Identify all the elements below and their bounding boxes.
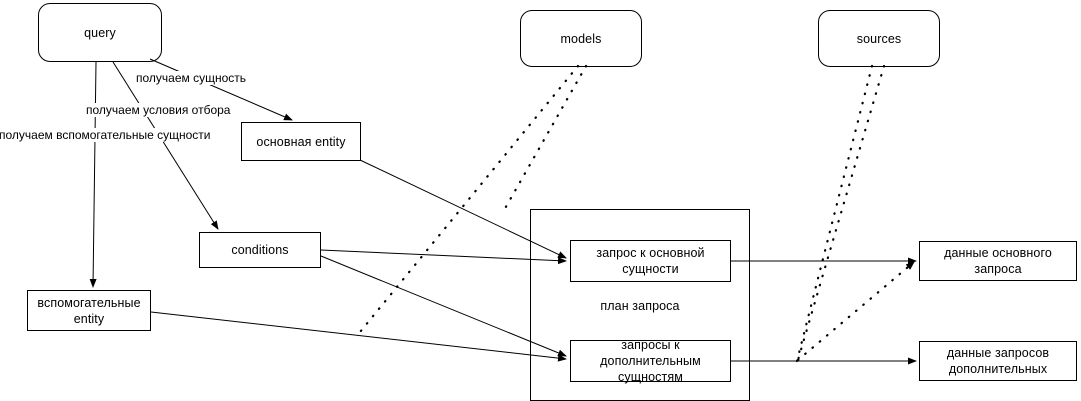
node-aux-entity[interactable]: вспомогательные entity xyxy=(27,290,151,331)
node-query-label: query xyxy=(84,25,116,40)
node-main-query[interactable]: запрос к основной сущности xyxy=(570,240,731,282)
node-extra-data[interactable]: данные запросов дополнительных xyxy=(919,341,1077,381)
node-conditions-label: conditions xyxy=(231,243,289,257)
edge-query-to-conditions xyxy=(112,61,219,230)
node-extra-data-line2: дополнительных xyxy=(948,362,1048,376)
node-main-query-line1: запрос к основной xyxy=(596,246,705,260)
node-main-data-label: данные основного запроса xyxy=(944,246,1052,276)
node-extra-queries-line2: сущностям xyxy=(618,370,683,384)
edge-sources-dotted-left xyxy=(795,64,874,363)
edge-models-dotted-short xyxy=(501,64,588,214)
node-models[interactable]: models xyxy=(520,10,642,67)
node-aux-entity-label: вспомогательные entity xyxy=(37,295,140,327)
node-main-entity-label: основная entity xyxy=(256,134,346,149)
node-extra-queries[interactable]: запросы к дополнительным сущностям xyxy=(570,337,731,385)
edge-sources-dotted-right xyxy=(796,64,886,362)
node-main-query-label: запрос к основной сущности xyxy=(596,245,704,277)
node-extra-queries-line1: запросы к дополнительным xyxy=(600,338,701,368)
node-sources[interactable]: sources xyxy=(818,10,940,67)
edge-label-get-entity: получаем сущность xyxy=(135,71,248,85)
node-sources-label: sources xyxy=(856,31,902,46)
edge-label-get-aux-entities: получаем вспомогательные сущности xyxy=(0,128,212,142)
edge-sources-dotted-to-main-data xyxy=(796,260,916,362)
node-aux-entity-line1: вспомогательные xyxy=(37,295,141,310)
edge-aux-entity-to-extra-queries xyxy=(150,311,567,362)
node-extra-data-line1: данные запросов xyxy=(946,346,1050,360)
node-query-plan-label: план запроса xyxy=(600,299,680,313)
edge-label-get-conditions: получаем условия отбора xyxy=(85,103,232,117)
node-main-entity[interactable]: основная entity xyxy=(241,122,361,161)
node-query[interactable]: query xyxy=(38,3,162,62)
node-main-query-line2: сущности xyxy=(622,262,679,276)
node-conditions[interactable]: conditions xyxy=(199,232,321,268)
node-extra-queries-label: запросы к дополнительным сущностям xyxy=(571,337,730,385)
node-main-data[interactable]: данные основного запроса xyxy=(919,241,1077,281)
node-extra-data-label: данные запросов дополнительных xyxy=(947,345,1049,377)
edge-query-to-aux-entity xyxy=(89,61,97,288)
node-aux-entity-line2: entity xyxy=(73,311,105,326)
node-models-label: models xyxy=(560,31,602,46)
